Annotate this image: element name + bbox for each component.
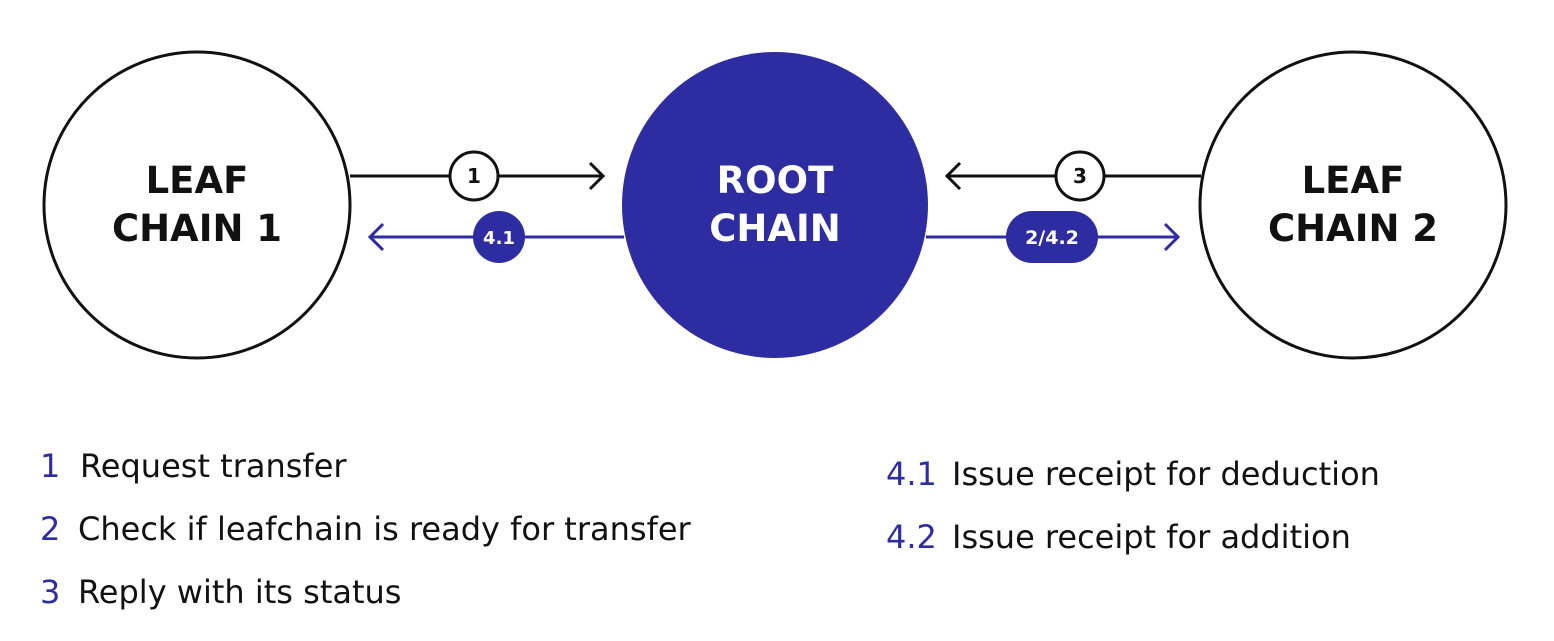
- legend-item-1: 1 Request transfer: [40, 447, 347, 485]
- arrowhead-left-icon: [367, 222, 385, 252]
- step-3-badge-label: 3: [1073, 164, 1087, 188]
- step-1-badge-label: 1: [467, 164, 481, 188]
- root-chain-label-line1: ROOT: [717, 159, 834, 202]
- leaf-chain-2-node: LEAF CHAIN 2: [1198, 50, 1508, 360]
- legend-item-2-text: Check if leafchain is ready for transfer: [78, 510, 691, 548]
- legend-item-2: 2 Check if leafchain is ready for transfe…: [40, 510, 691, 548]
- arrow-step-1: 1: [350, 150, 606, 202]
- leaf-chain-1-label-line1: LEAF: [146, 159, 249, 202]
- step-2-4-2-badge-label: 2/4.2: [1025, 227, 1079, 249]
- legend-item-4-2-number: 4.2: [886, 518, 937, 556]
- root-chain-node: ROOT CHAIN: [622, 52, 928, 358]
- legend-item-3: 3 Reply with its status: [40, 573, 401, 611]
- step-2-4-2-badge: [1006, 211, 1098, 263]
- leaf-chain-1-node: LEAF CHAIN 1: [42, 50, 352, 360]
- step-4-1-badge-label: 4.1: [483, 228, 515, 249]
- leaf-chain-2-label-line1: LEAF: [1302, 159, 1405, 202]
- arrow-step-4-1: 4.1: [367, 211, 624, 263]
- legend-item-3-number: 3: [40, 573, 61, 611]
- step-3-badge: [1054, 150, 1106, 202]
- arrow-step-2-4-2: 2/4.2: [926, 211, 1181, 263]
- arrow-step-3: 3: [944, 150, 1201, 202]
- legend-item-4-1: 4.1 Issue receipt for deduction: [886, 455, 1380, 493]
- legend-item-4-1-number: 4.1: [886, 455, 937, 493]
- arrowhead-right-icon: [588, 161, 606, 191]
- step-4-1-badge: [473, 211, 525, 263]
- legend-item-4-2: 4.2 Issue receipt for addition: [886, 518, 1351, 556]
- legend-item-1-number: 1: [40, 447, 61, 485]
- step-1-badge: [448, 150, 500, 202]
- arrowhead-right-icon: [1163, 222, 1181, 252]
- legend-item-1-text: Request transfer: [80, 447, 347, 485]
- arrowhead-left-icon: [944, 161, 962, 191]
- leaf-chain-2-label-line2: CHAIN 2: [1268, 207, 1438, 250]
- legend-item-2-number: 2: [40, 510, 61, 548]
- legend-item-4-1-text: Issue receipt for deduction: [952, 455, 1380, 493]
- legend-item-4-2-text: Issue receipt for addition: [952, 518, 1351, 556]
- legend-item-3-text: Reply with its status: [78, 573, 402, 611]
- leaf-chain-1-label-line2: CHAIN 1: [112, 207, 282, 250]
- root-chain-label-line2: CHAIN: [709, 207, 841, 250]
